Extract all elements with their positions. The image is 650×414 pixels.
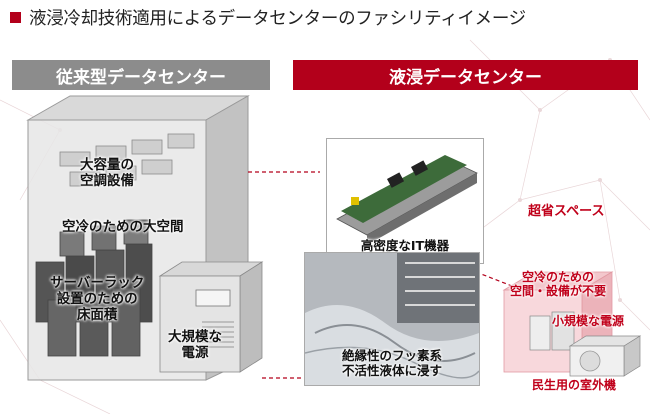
space-saving-label: 超省スペース (528, 204, 605, 219)
title-bullet (10, 11, 21, 23)
fluid-label: 絶縁性のフッ素系 不活性液体に浸す (341, 348, 442, 378)
small-power-unit (529, 311, 575, 351)
conventional-dc-header: 従来型データセンター (12, 60, 270, 90)
no-air-cooling-label: 空冷のための 空間・設備が不要 (510, 270, 607, 299)
power-label: 大規模な 電源 (168, 329, 222, 361)
compact-room (502, 271, 614, 373)
aircon-label-text: 大容量の 空調設備 (80, 157, 134, 189)
small-power-label: 小規模な電源 (552, 314, 625, 328)
outdoor-unit (568, 335, 642, 377)
it-equipment-image (336, 155, 478, 245)
rooftop-aircon-units (59, 133, 195, 187)
immersion-dc-header: 液浸データセンター (293, 60, 638, 90)
immersion-tank-image (305, 253, 479, 385)
large-power-unit (158, 261, 264, 373)
dashed-connectors (248, 171, 513, 379)
it-equipment-label: 高密度なIT機器 (360, 238, 450, 253)
outdoor-unit-label: 民生用の室外機 (532, 378, 617, 392)
server-rack-floor-label: サーバーラック 設置のための 床面積 (50, 275, 145, 323)
page-title: 液浸冷却技術適用によるデータセンターのファシリティイメージ (29, 8, 526, 29)
aircon-label: 大容量の 空調設備 (80, 157, 134, 190)
page-title-bar: 液浸冷却技術適用によるデータセンターのファシリティイメージ (10, 4, 526, 30)
air-space-label: 空冷のための大空間 (62, 219, 184, 235)
immersion-tank-photo-frame: 絶縁性のフッ素系 不活性液体に浸す (304, 252, 480, 386)
server-racks (35, 219, 153, 357)
